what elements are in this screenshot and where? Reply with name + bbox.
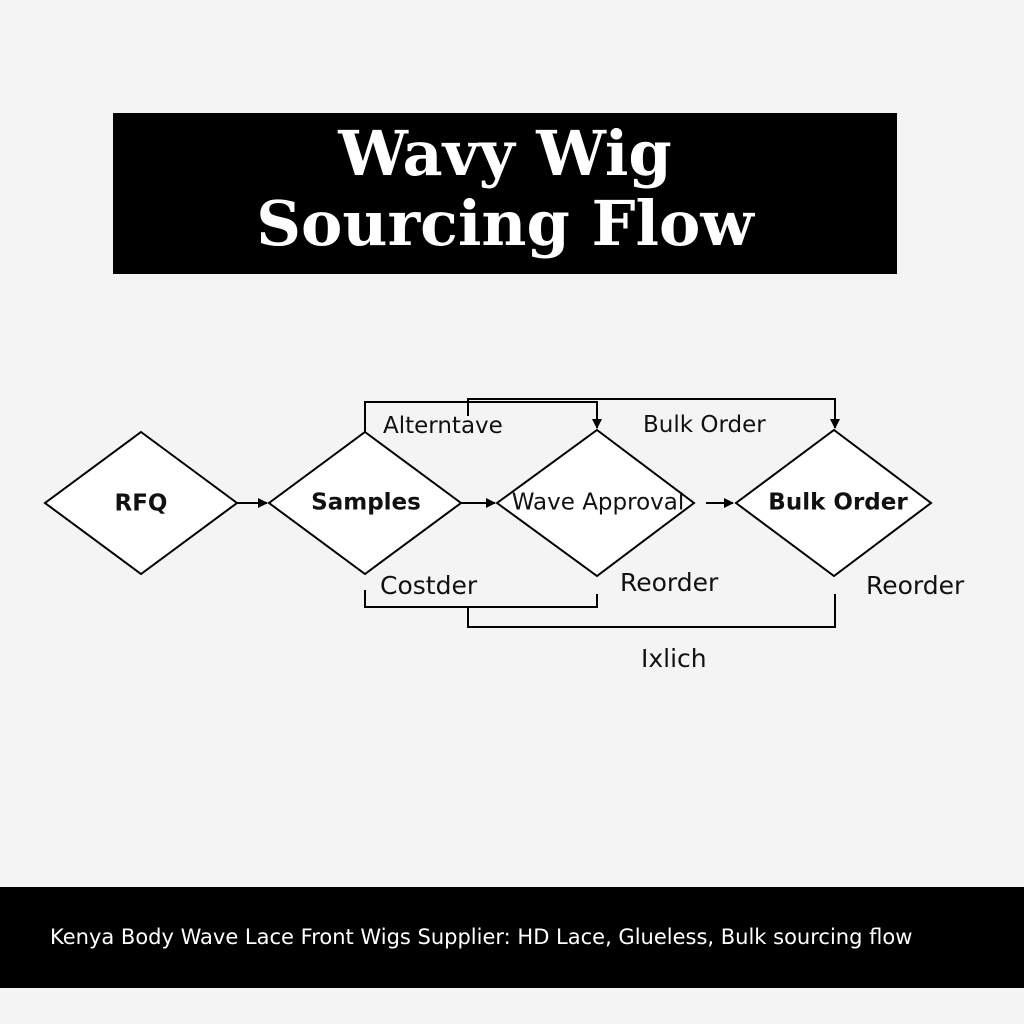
- connector-costder: [364, 590, 598, 608]
- node-rfq-label: RFQ: [115, 491, 168, 517]
- title-banner: Wavy Wig Sourcing Flow: [113, 113, 897, 274]
- node-bulk-order-shape: [734, 428, 933, 578]
- label-reorder-1: Reorder: [620, 568, 719, 597]
- title-line-1: Wavy Wig: [338, 117, 672, 190]
- connector-alternative: [364, 401, 602, 432]
- node-rfq-shape: [43, 430, 239, 576]
- label-costder: Costder: [380, 571, 478, 600]
- node-wave-approval-shape: [495, 428, 696, 578]
- label-reorder-2: Reorder: [866, 571, 965, 600]
- title-line-2: Sourcing Flow: [256, 187, 754, 260]
- node-samples-label: Samples: [311, 490, 421, 516]
- node-wave-approval-label: Wave Approval: [512, 490, 685, 516]
- node-bulk-order-label: Bulk Order: [768, 490, 908, 516]
- connector-reorder: [467, 594, 836, 628]
- footer-caption: Kenya Body Wave Lace Front Wigs Supplier…: [0, 887, 1024, 988]
- label-ixlich: Ixlich: [641, 644, 707, 673]
- node-samples-shape: [267, 430, 463, 576]
- label-bulk-order: Bulk Order: [643, 412, 766, 438]
- label-alternative: Alterntave: [383, 413, 503, 439]
- connector-bulk-order: [467, 398, 840, 429]
